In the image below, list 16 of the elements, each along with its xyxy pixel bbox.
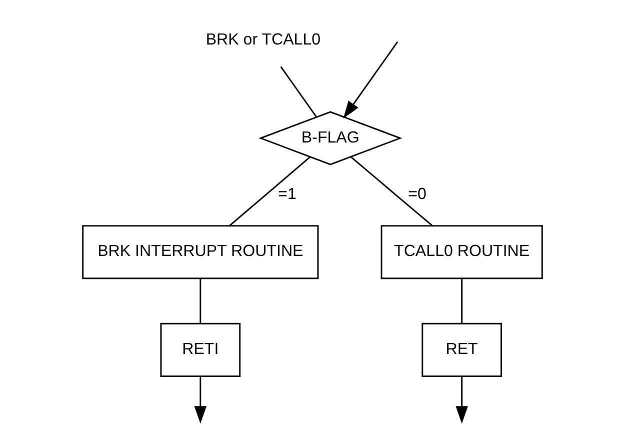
arrow — [455, 376, 468, 424]
node-text: BRK or TCALL0 — [205, 30, 320, 48]
node-box: RETI — [160, 322, 240, 377]
edge-label: =0 — [408, 185, 426, 204]
node-box: TCALL0 ROUTINE — [380, 225, 542, 280]
arrow — [342, 41, 398, 118]
connector — [460, 278, 462, 324]
connector — [350, 156, 432, 226]
node-box: BRK INTERRUPT ROUTINE — [82, 225, 318, 280]
connector — [228, 156, 310, 226]
node-diamond: B-FLAG — [258, 111, 402, 166]
arrow — [194, 376, 206, 424]
edge-label: =1 — [278, 185, 296, 204]
node-box: RET — [421, 322, 502, 377]
connector — [280, 66, 316, 118]
connector — [199, 278, 201, 324]
